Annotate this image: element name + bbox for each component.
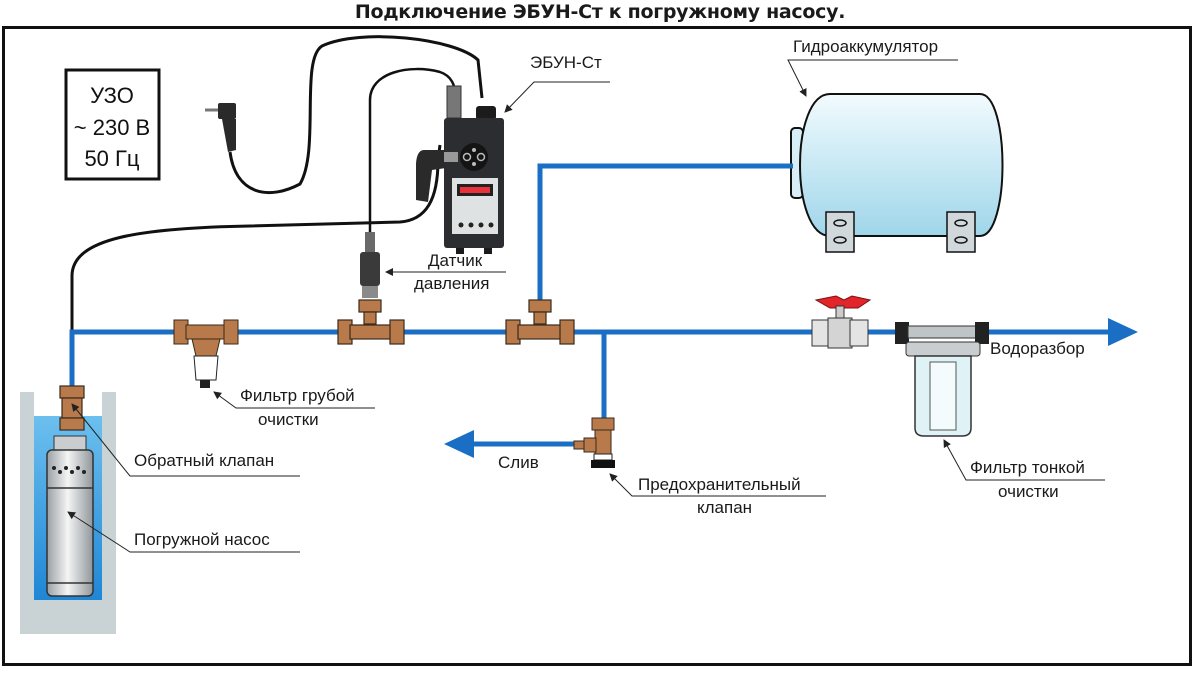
accumulator-label: Гидроаккумулятор bbox=[793, 37, 938, 56]
power-rcd-label: УЗО bbox=[90, 83, 134, 108]
drain-arrow-icon bbox=[444, 430, 474, 458]
power-frequency-label: 50 Гц bbox=[84, 146, 139, 171]
check-valve-leader bbox=[71, 403, 300, 477]
safety-valve-leader bbox=[609, 473, 826, 497]
diagram-title: Подключение ЭБУН-Ст к погружному насосу. bbox=[354, 1, 846, 23]
drain-label: Слив bbox=[498, 453, 539, 472]
check-valve-label: Обратный клапан bbox=[134, 451, 274, 470]
coarse-filter-leader bbox=[213, 391, 375, 409]
water-outlet-arrow-icon bbox=[1108, 318, 1138, 346]
pressure-sensor-label-2: давления bbox=[414, 274, 489, 293]
fine-filter-leader bbox=[943, 439, 1105, 481]
sensor-cable bbox=[368, 67, 457, 236]
power-supply-box: УЗО ~ 230 В 50 Гц bbox=[64, 68, 161, 181]
sensor-tee-fitting bbox=[337, 299, 405, 345]
power-plug-icon bbox=[205, 103, 236, 152]
pump-cable bbox=[70, 144, 442, 336]
ball-valve bbox=[811, 295, 872, 349]
controller-label: ЭБУН-Ст bbox=[530, 53, 602, 72]
main-pipe bbox=[69, 329, 1110, 386]
pressure-sensor bbox=[360, 232, 380, 298]
check-valve bbox=[59, 385, 85, 431]
accumulator-leader bbox=[787, 59, 958, 97]
controller-leader bbox=[504, 81, 610, 113]
pipes bbox=[69, 163, 1110, 447]
accumulator-tee-fitting bbox=[505, 299, 575, 345]
power-voltage-label: ~ 230 В bbox=[74, 115, 150, 140]
coarse-filter-label-2: очистки bbox=[258, 410, 319, 429]
diagram-frame bbox=[2, 26, 1192, 666]
pump-label: Погружной насос bbox=[134, 530, 270, 549]
safety-valve-label-1: Предохранительный bbox=[638, 475, 801, 494]
power-cable bbox=[228, 35, 484, 195]
accumulator-pipe bbox=[537, 163, 793, 316]
water-outlet-label: Водоразбор bbox=[990, 339, 1085, 358]
fine-filter-label-2: очистки bbox=[998, 482, 1059, 501]
safety-valve-label-2: клапан bbox=[697, 498, 752, 517]
coarse-filter bbox=[173, 319, 239, 388]
submersible-pump bbox=[46, 435, 94, 597]
hydro-accumulator-tank bbox=[790, 93, 1004, 253]
coarse-filter-label-1: Фильтр грубой bbox=[240, 386, 355, 405]
fine-filter bbox=[895, 322, 989, 437]
safety-valve bbox=[573, 417, 615, 468]
pump-leader bbox=[67, 511, 300, 553]
ebun-st-controller bbox=[416, 85, 504, 254]
fine-filter-label-1: Фильтр тонкой bbox=[970, 458, 1085, 477]
pressure-sensor-label-1: Датчик bbox=[428, 251, 483, 270]
